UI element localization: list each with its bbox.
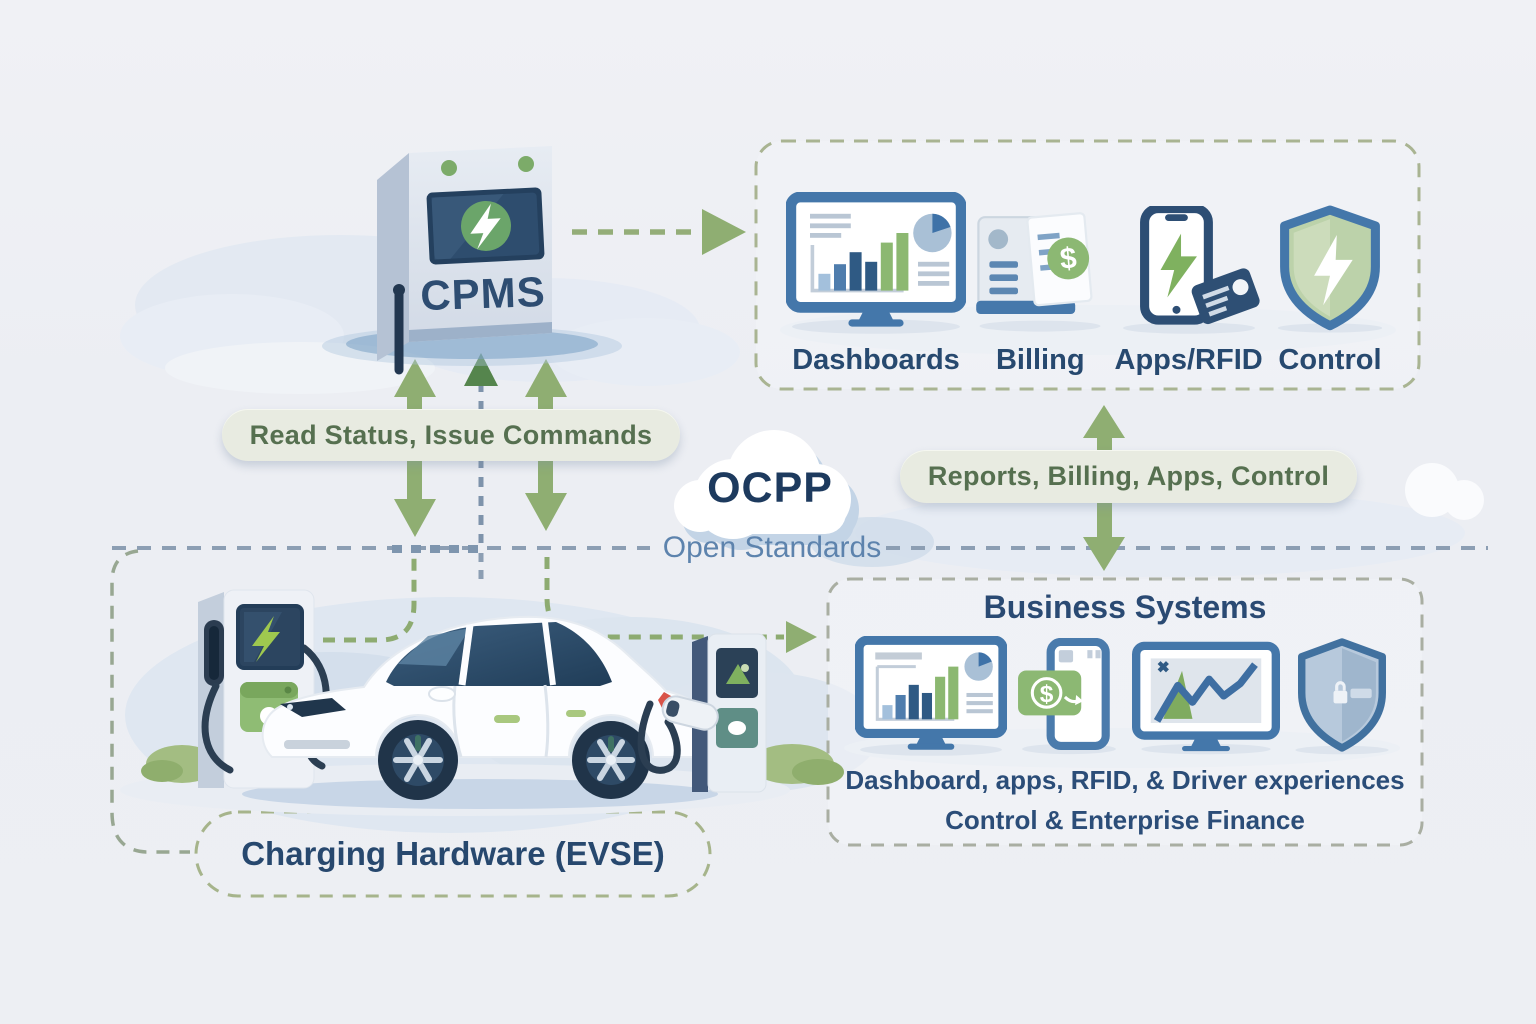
service-label: Control [1278,344,1382,376]
service-item-control: Control [1271,141,1389,389]
open-standards-label: Open Standards [662,531,882,564]
ocpp-protocol-label: OCPP [707,464,833,512]
cpms-label: CPMS [419,267,547,320]
payment-phone-icon: $ [1018,638,1117,755]
right-charging-station-icon [637,633,767,793]
reports-label: Reports, Billing, Apps, Control [900,450,1357,503]
svg-text:$: $ [1059,242,1079,276]
service-item-apps-rfid: Apps/RFID [1115,141,1263,389]
read-status-label: Read Status, Issue Commands [222,409,680,461]
business-icons-row: $ [855,628,1395,756]
services-box: Dashboards $ Billing [756,141,1419,389]
business-caption-line2: Control & Enterprise Finance [945,805,1305,835]
billing-invoice-icon: $ [976,212,1101,332]
business-systems-title: Business Systems [983,589,1267,625]
left-charging-station-icon [198,589,330,789]
service-label: Billing [995,344,1085,376]
rear-wheel-icon [572,721,650,799]
business-caption-line1: Dashboard, apps, RFID, & Driver experien… [845,765,1405,795]
charging-hardware-label: Charging Hardware (EVSE) [241,835,665,872]
charging-connector-icon [661,695,719,731]
security-shield-icon [1295,638,1389,755]
front-wheel-icon [378,720,458,800]
analytics-monitor-icon [1131,641,1280,755]
apps-rfid-icon [1122,206,1260,334]
ocpp-cloud-icon [674,430,859,550]
charging-hardware-label-box: Charging Hardware (EVSE) [196,812,710,896]
to-business-arrowhead-icon [786,621,817,653]
service-label: Apps/RFID [1114,344,1263,376]
cpms-to-services-arrow-icon [572,209,746,255]
dashboard-monitor-icon [786,192,966,334]
service-label: Dashboards [792,344,960,376]
open-standards-line [112,545,1488,580]
dashboard-monitor-icon [855,636,1007,756]
charging-cable-icon [637,700,681,774]
cpms-server-icon [322,146,622,375]
service-item-billing: $ Billing [974,141,1106,389]
business-systems-box: Business Systems [828,579,1422,845]
control-shield-icon [1277,205,1383,333]
svg-text:$: $ [1040,681,1054,708]
electric-car-icon [261,615,712,800]
service-item-dashboards: Dashboards [786,141,966,389]
